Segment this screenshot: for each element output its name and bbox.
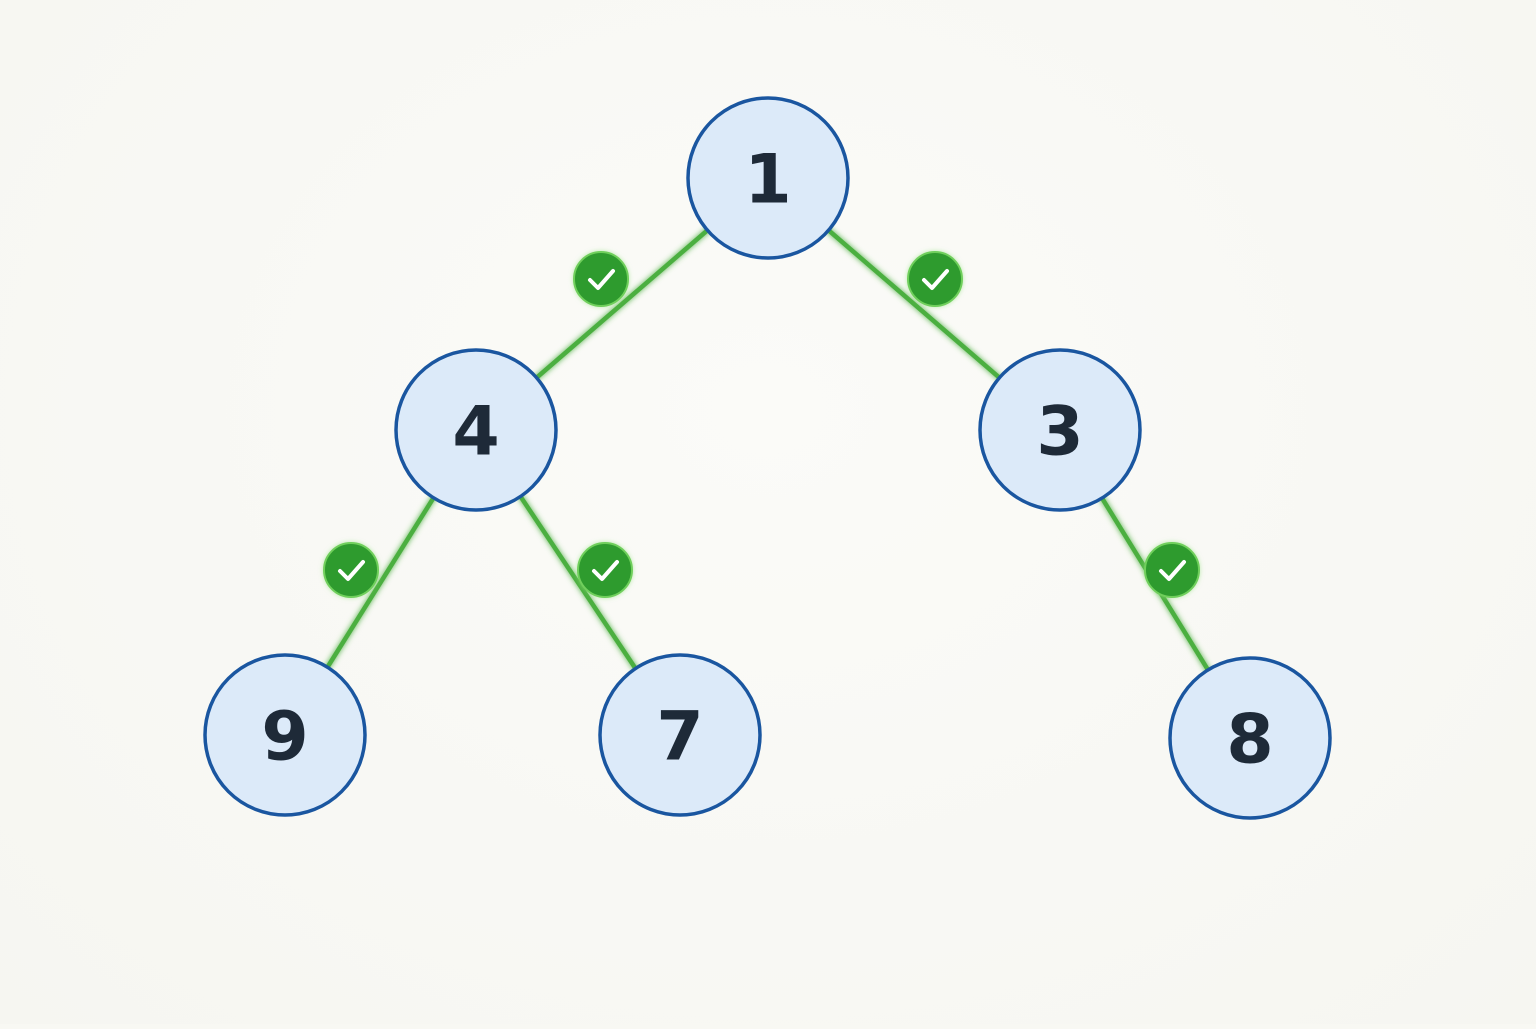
- edge-badge-n1-n4: [573, 251, 629, 307]
- tree-node-1: 1: [686, 96, 850, 260]
- edge-badge-n3-n8: [1144, 542, 1200, 598]
- tree-node-8: 8: [1168, 656, 1332, 820]
- node-label: 7: [656, 698, 703, 777]
- check-badge: [1144, 542, 1200, 598]
- check-icon: [588, 269, 615, 290]
- edge-badge-n4-n7: [577, 542, 633, 598]
- node-label: 3: [1036, 393, 1083, 472]
- check-icon: [1159, 560, 1186, 581]
- node-circle: [686, 96, 850, 260]
- check-badge: [323, 542, 379, 598]
- node-circle: [394, 348, 558, 512]
- nodes-layer: 1 4 3 9 7 8: [203, 96, 1332, 820]
- tree-node-4: 4: [394, 348, 558, 512]
- check-icon: [922, 269, 949, 290]
- node-circle: [978, 348, 1142, 512]
- tree-node-3: 3: [978, 348, 1142, 512]
- check-icon: [592, 560, 619, 581]
- check-badge: [573, 251, 629, 307]
- node-circle: [598, 653, 762, 817]
- check-badge: [907, 251, 963, 307]
- edge-badge-n4-n9: [323, 542, 379, 598]
- node-circle: [1168, 656, 1332, 820]
- check-badge: [577, 542, 633, 598]
- tree-node-7: 7: [598, 653, 762, 817]
- node-label: 9: [261, 698, 308, 777]
- tree-node-9: 9: [203, 653, 367, 817]
- node-label: 8: [1226, 701, 1273, 780]
- node-label: 4: [452, 393, 499, 472]
- badges-layer: [323, 251, 1200, 598]
- check-icon: [338, 560, 365, 581]
- node-circle: [203, 653, 367, 817]
- edge-badge-n1-n3: [907, 251, 963, 307]
- node-label: 1: [744, 141, 791, 220]
